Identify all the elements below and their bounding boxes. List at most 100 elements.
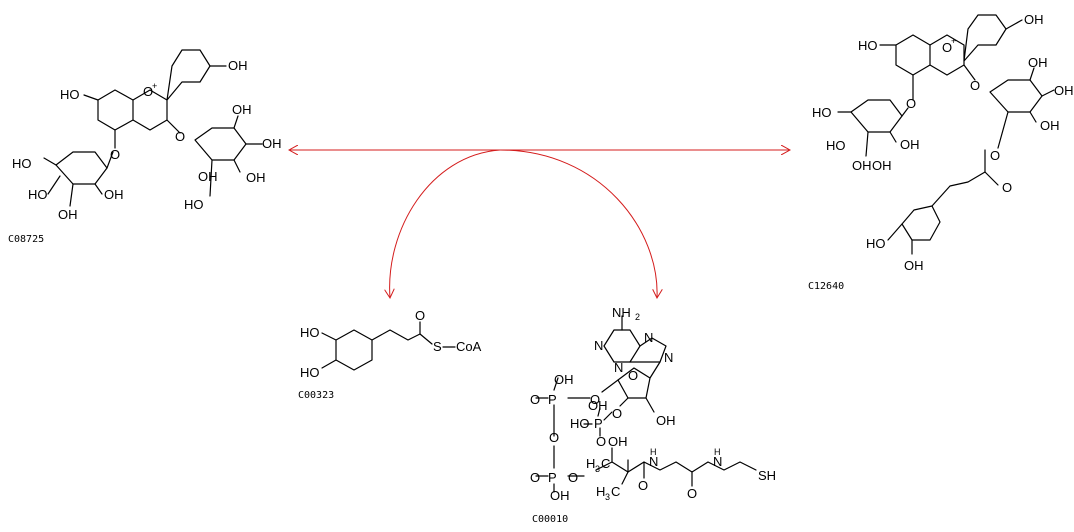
c12640-sugar-left [850, 99, 903, 133]
c00323-o-carbonyl: O [415, 308, 425, 323]
compound-c00323[interactable]: HO HO O S CoA C00323 [298, 308, 482, 401]
compound-c12640[interactable]: HO O + OH O O OH OH OH O O HO OH HO OH H… [808, 12, 1074, 292]
c12640-ho-sugar-4: HO [812, 105, 832, 120]
c00010-h-amide-2: H [714, 447, 721, 457]
c08725-oh-sugar-3: OH [246, 170, 266, 185]
c00010-h-amide-1: H [650, 447, 657, 457]
c00010-h3c-2-sub: 3 [605, 492, 610, 502]
c12640-caffeoyl-ring [901, 205, 941, 241]
c12640-ring-a [895, 34, 931, 76]
c00323-sulfur: S [433, 339, 442, 354]
c12640-o-3: O [970, 78, 980, 93]
c12640-oh-sugar-2: OH [1054, 83, 1074, 98]
c12640-o-5: O [906, 96, 916, 111]
side-arrow-to-c00010 [499, 149, 657, 298]
c00010-ho-2p: HO [570, 416, 590, 431]
c08725-ring-b [166, 49, 211, 101]
c08725-o-5: O [110, 147, 120, 162]
c12640-ho-7: HO [858, 38, 878, 53]
c12640-oh-sugar-1: OH [1028, 55, 1048, 70]
c00010-o-2p-ester: O [612, 406, 622, 421]
c00010-pantetheine-chain [595, 461, 757, 473]
c00010-o-2p-double: O [596, 434, 606, 449]
c00010-imidazole [629, 337, 667, 363]
c00010-nh2: NH [612, 305, 631, 320]
side-arrow-to-c00323 [390, 149, 501, 298]
c08725-label[interactable]: C08725 [8, 234, 44, 245]
compound-c08725[interactable]: OH HO O + O O OH OH OH OH HO HO HO OH OH… [8, 49, 282, 245]
c00010-o-ribose: O [628, 368, 638, 383]
c00010-p-2: P [548, 470, 557, 485]
c08725-oh-sugar-2: OH [262, 136, 282, 151]
c08725-ho-7: HO [60, 87, 80, 102]
c00010-o-5: O [590, 392, 600, 407]
c08725-o-3: O [175, 129, 185, 144]
c08725-plus-charge: + [152, 81, 157, 91]
c12640-oh-sugar-3: OH [1040, 118, 1060, 133]
c00010-n-4: N [664, 350, 673, 365]
c12640-ring-b [963, 14, 1007, 62]
c12640-ho-catechol-1: HO [866, 236, 886, 251]
compound-c00010[interactable]: NH 2 N N N N O OH OH O P O O P O O OH OH… [530, 305, 776, 525]
c12640-oh-sugar-7: OH [852, 158, 872, 173]
c00010-h3c-1: H [586, 456, 595, 471]
c12640-ho-sugar-6: HO [826, 138, 846, 153]
c12640-label[interactable]: C12640 [808, 281, 844, 292]
c08725-ho-sugar-7: HO [28, 187, 48, 202]
c12640-o-carbonyl: O [1002, 180, 1012, 195]
c12640-caffeoyl-chain [931, 171, 986, 207]
c00010-pyrimidine [603, 329, 641, 363]
c00010-label[interactable]: C00010 [532, 514, 568, 525]
c08725-ring-a [97, 89, 134, 131]
c00323-chain [371, 329, 421, 341]
c12640-oh-sugar-5: OH [900, 137, 920, 152]
c08725-ho-sugar-5: HO [184, 197, 204, 212]
c12640-sugar-right [989, 79, 1043, 113]
c08725-ring-c [132, 89, 168, 131]
c08725-oh-sugar-4: OH [198, 169, 218, 184]
c00010-o-p2-ester: O [568, 470, 578, 485]
c00010-o-p1-double: O [530, 392, 540, 407]
c00323-ring [335, 329, 373, 371]
c12640-oh-catechol-2: OH [904, 258, 924, 273]
reaction-arrows [289, 150, 790, 298]
c12640-o-plus: O [942, 40, 952, 55]
c00010-ribose [617, 367, 651, 399]
c00010-n-amide-1: N [649, 454, 658, 469]
c08725-ho-sugar-6: HO [12, 156, 32, 171]
c00010-p-3: P [594, 416, 603, 431]
c12640-o-ester: O [990, 148, 1000, 163]
c00010-oh-ribose: OH [656, 413, 676, 428]
c08725-oh-b-ring: OH [228, 58, 248, 73]
c00010-oh-p2: OH [550, 488, 570, 503]
c08725-sugar-left [55, 151, 108, 185]
c00010-nh2-sub: 2 [635, 312, 640, 322]
c00010-sh: SH [758, 468, 776, 483]
c00323-coa: CoA [456, 339, 482, 354]
c08725-oh-sugar-1: OH [232, 102, 252, 117]
c08725-sugar-right [194, 127, 247, 161]
c00010-oh-pantoate: OH [608, 434, 628, 449]
c12640-ring-c [929, 34, 965, 76]
c00010-h3c-1-sub: 3 [595, 464, 600, 474]
c00323-label[interactable]: C00323 [298, 390, 334, 401]
c00010-oh-top: OH [554, 372, 574, 387]
c00010-o-amide-2: O [687, 486, 697, 501]
c00010-n-1: N [644, 330, 653, 345]
c00323-ho-1: HO [300, 325, 320, 340]
c00323-ho-2: HO [300, 365, 320, 380]
c00010-n-2: N [594, 338, 603, 353]
c08725-o-plus: O [143, 84, 153, 99]
c00010-o-p2-double: O [530, 470, 540, 485]
c08725-oh-sugar-9: OH [58, 207, 78, 222]
c12640-plus-charge: + [951, 36, 956, 46]
c00010-n-3: N [614, 360, 623, 375]
c00010-o-amide-1: O [638, 478, 648, 493]
c00010-n-amide-2: N [713, 454, 722, 469]
c08725-oh-sugar-8: OH [104, 187, 124, 202]
c00010-h3c-2: H [596, 484, 605, 499]
c00010-h3c-2-c: C [611, 484, 620, 499]
c12640-oh-b-ring: OH [1024, 12, 1044, 27]
c00010-oh-2p-top: OH [588, 398, 608, 413]
